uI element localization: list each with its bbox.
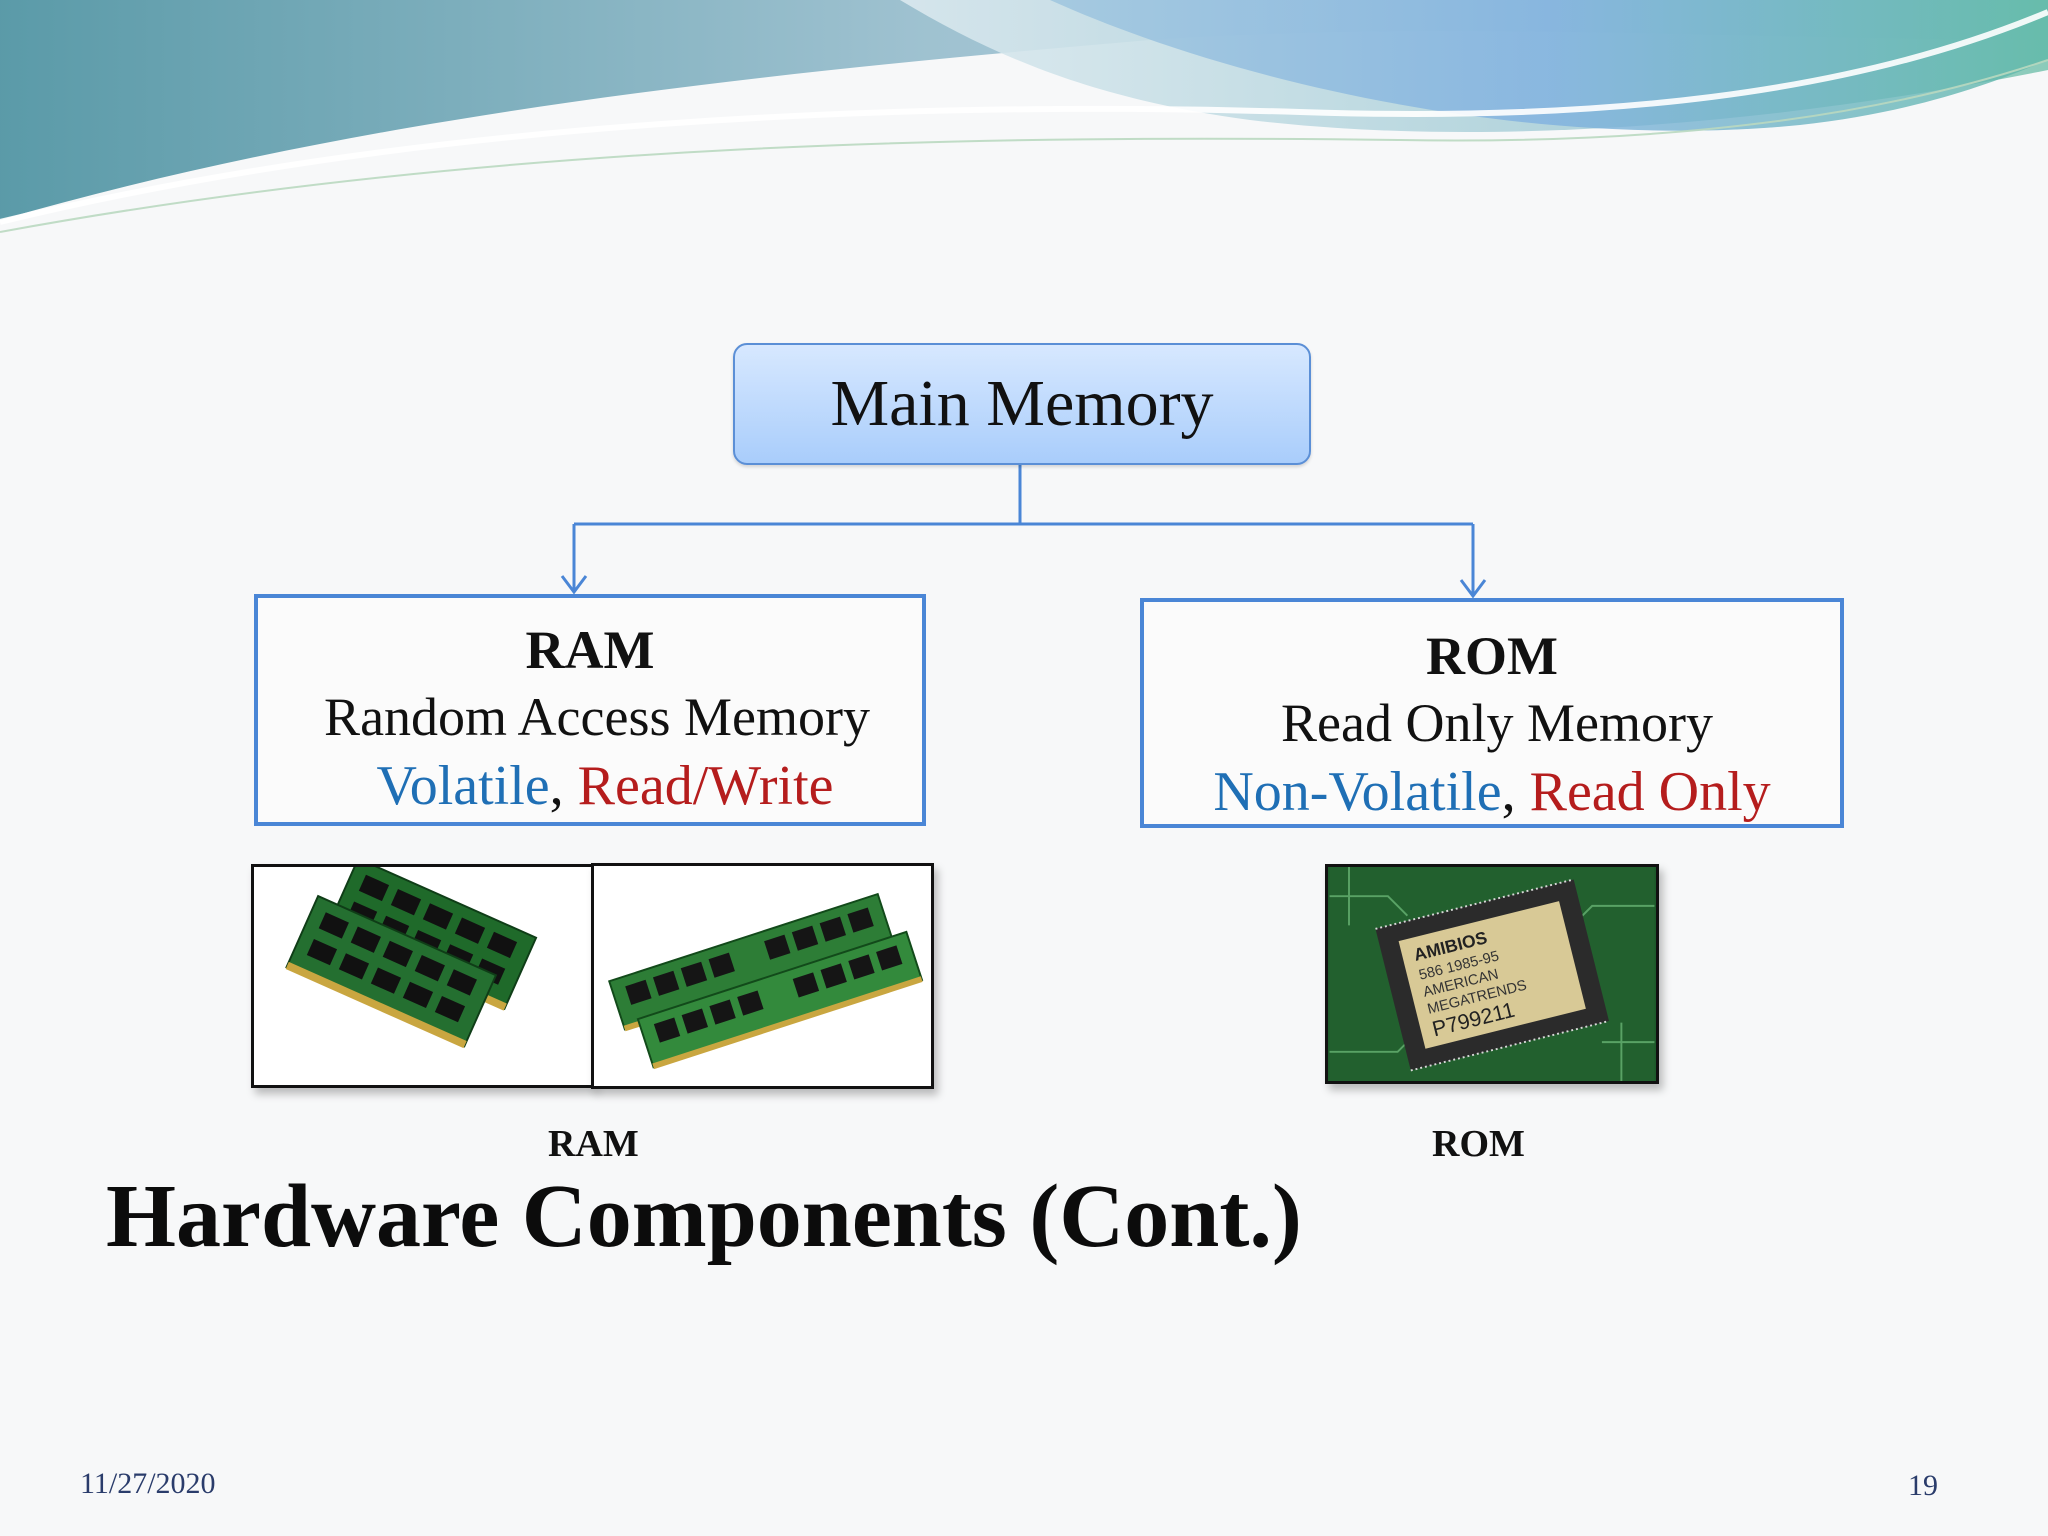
main-memory-box: Main Memory xyxy=(733,343,1311,465)
rom-image-caption: ROM xyxy=(1432,1123,1525,1165)
decorative-wave xyxy=(0,0,2048,233)
rom-full-name: Read Only Memory xyxy=(1281,692,1713,753)
ram-full-name: Random Access Memory xyxy=(324,686,870,747)
ram-title: RAM xyxy=(525,620,655,680)
rom-bios-chip-image: AMIBIOS 586 1985-95 AMERICAN MEGATRENDS … xyxy=(1325,864,1659,1084)
ram-volatility: Volatile xyxy=(376,754,550,817)
rom-box: ROM Read Only Memory Non-Volatile, Read … xyxy=(1140,598,1844,828)
ram-properties: Volatile, Read/Write xyxy=(258,752,922,820)
rom-volatility: Non-Volatile xyxy=(1213,760,1502,823)
ram-image-caption: RAM xyxy=(548,1123,639,1165)
ram-access-mode: Read/Write xyxy=(577,754,834,817)
main-memory-label: Main Memory xyxy=(830,367,1214,440)
ram-sodimm-image xyxy=(251,864,594,1088)
diagram-connectors xyxy=(560,463,1487,599)
ram-dimm-image xyxy=(591,863,934,1089)
rom-properties: Non-Volatile, Read Only xyxy=(1144,758,1840,826)
slide-date: 11/27/2020 xyxy=(80,1467,216,1500)
slide-page-number: 19 xyxy=(1908,1469,1938,1502)
ram-separator: , xyxy=(549,754,578,817)
rom-access-mode: Read Only xyxy=(1529,760,1771,823)
rom-separator: , xyxy=(1501,760,1530,823)
rom-title: ROM xyxy=(1426,626,1558,686)
slide-title: Hardware Components (Cont.) xyxy=(106,1167,1302,1266)
ram-box: RAM Random Access Memory Volatile, Read/… xyxy=(254,594,926,826)
